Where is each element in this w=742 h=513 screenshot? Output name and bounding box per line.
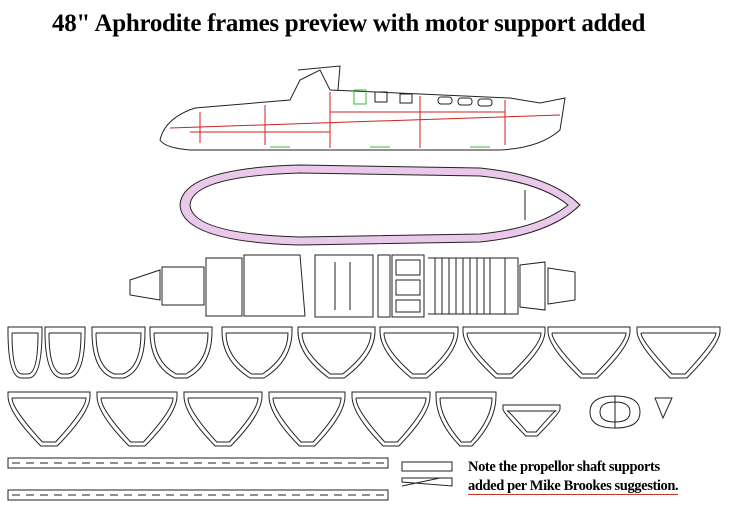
boat-deck-plan	[179, 164, 581, 246]
frame-outline	[221, 326, 293, 379]
boat-side-profile	[159, 65, 566, 151]
frame-outline	[91, 326, 146, 379]
frame-outline	[379, 326, 459, 379]
frame-outline	[268, 391, 346, 447]
page-title: 48" Aphrodite frames preview with motor …	[52, 10, 646, 37]
note-line-2: added per Mike Brookes suggestion.	[468, 478, 679, 495]
shaft-support-note: Note the propellor shaft supports added …	[468, 458, 679, 496]
frame-outline	[44, 326, 86, 379]
stringer-strips	[7, 457, 453, 501]
frame-outline	[547, 326, 631, 379]
frame-outline	[183, 391, 263, 447]
note-line-1: Note the propellor shaft supports	[468, 459, 660, 475]
frame-outline	[96, 391, 178, 447]
frames	[7, 326, 721, 447]
frame-outline	[462, 326, 546, 379]
frame-outline	[435, 391, 497, 447]
frame-outline	[636, 326, 721, 379]
frame-outline	[7, 391, 91, 447]
frame-outline	[7, 326, 43, 379]
frame-outline	[351, 391, 431, 447]
small-frame-parts	[589, 395, 673, 429]
frame-outline	[149, 326, 213, 379]
frame-outline	[297, 326, 376, 379]
keel-pieces	[129, 254, 576, 318]
frame-outline	[502, 404, 561, 437]
